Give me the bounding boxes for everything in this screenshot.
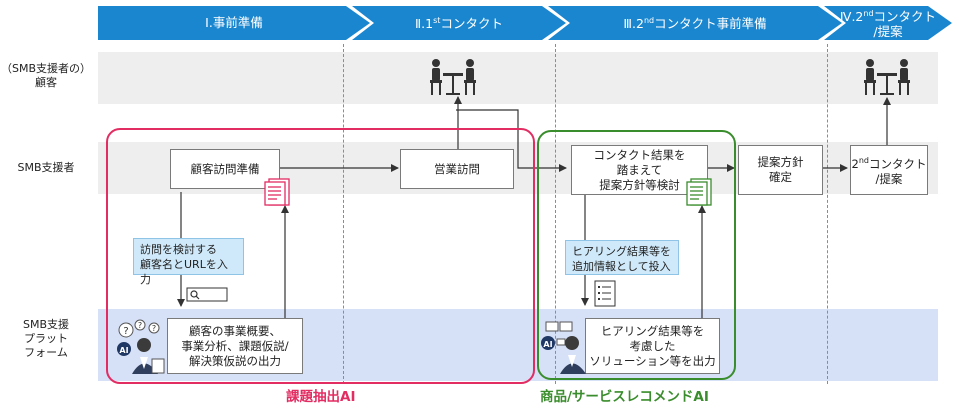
meeting-table-icon [864, 59, 910, 95]
product-recommend-ai-label: 商品/サービスレコメンドAI [540, 389, 709, 405]
phase-divider [343, 44, 344, 384]
meeting-table-icon [430, 59, 476, 95]
phase-4-second-contact-proposal: Ⅳ.2ndコンタクト/提案 [824, 6, 952, 40]
customer-visit-prep-box: 顧客訪問準備 [170, 149, 280, 189]
lane-label-platform: SMB支援プラットフォーム [22, 318, 70, 359]
phase-3-second-contact-prep: Ⅲ.2ndコンタクト事前準備 [548, 6, 842, 40]
document-icon [264, 178, 290, 206]
phase-1-preparation: Ⅰ.事前準備 [98, 6, 370, 40]
document-icon [686, 178, 712, 206]
ai-businessman-icon: AI [541, 321, 586, 374]
sales-visit-box: 営業訪問 [400, 149, 514, 189]
platform-analysis-output-box: 顧客の事業概要、事業分析、課題仮説/解決策仮説の出力 [167, 318, 303, 374]
svg-text:?: ? [152, 324, 156, 333]
lane-label-customer: （SMB支援者の）顧客 [0, 62, 92, 89]
svg-text:AI: AI [119, 346, 128, 355]
lane-customer [98, 52, 938, 104]
proposal-policy-box: 提案方針確定 [738, 145, 823, 195]
issue-extraction-ai-region [106, 128, 535, 384]
platform-solution-output-box: ヒアリング結果等を考慮したソリューション等を出力 [585, 318, 720, 374]
lane-label-supporter: SMB支援者 [17, 161, 75, 174]
input-hearing-callout: ヒアリング結果等を追加情報として投入 [565, 240, 679, 275]
input-customer-callout: 訪問を検討する顧客名とURLを入力 [133, 238, 244, 286]
checklist-icon [594, 280, 616, 307]
svg-text:AI: AI [543, 340, 552, 349]
second-contact-proposal-box: 2ndコンタクト/提案 [850, 145, 928, 195]
phase-2-first-contact: Ⅱ.1stコンタクト [352, 6, 566, 40]
contact-result-review-box: コンタクト結果を踏まえて提案方針等検討 [571, 145, 708, 195]
svg-text:?: ? [138, 321, 142, 330]
product-recommend-ai-region [537, 130, 736, 380]
ai-assistant-icon: ? ? ? AI [117, 319, 165, 374]
phase-divider [827, 44, 828, 384]
svg-text:?: ? [123, 326, 128, 337]
phase-divider [555, 44, 556, 384]
issue-extraction-ai-label: 課題抽出AI [286, 389, 356, 405]
search-bar-icon [186, 287, 228, 302]
